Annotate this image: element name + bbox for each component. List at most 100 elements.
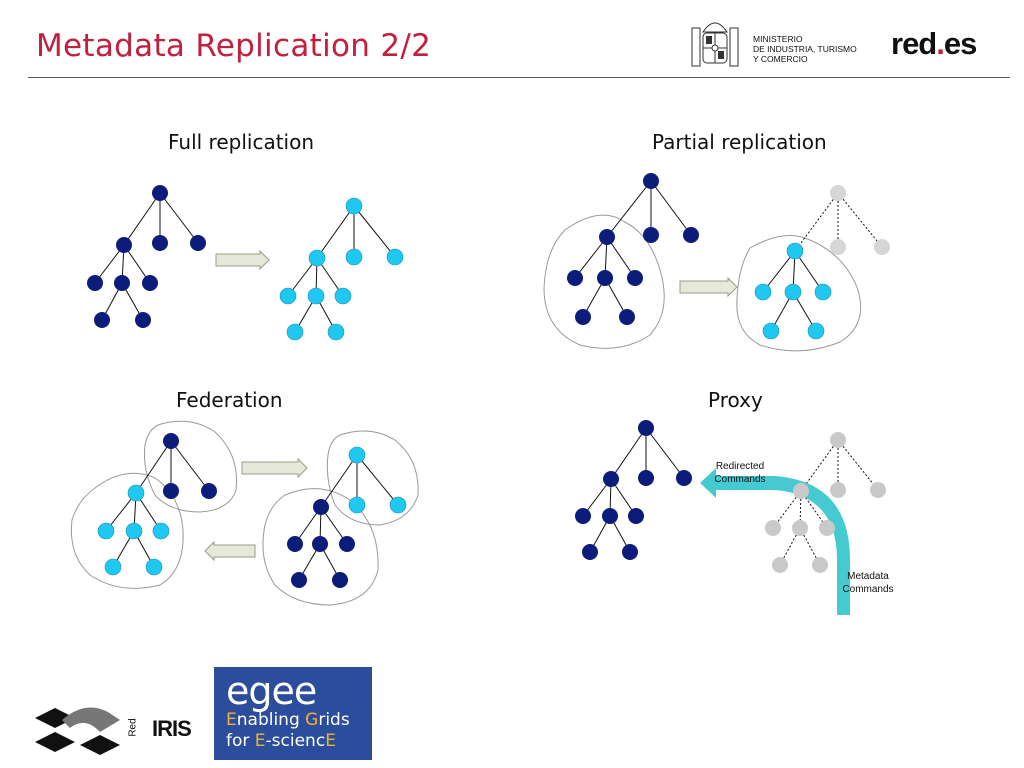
tree-node xyxy=(603,471,619,487)
tree-node xyxy=(307,287,325,305)
tree-node xyxy=(638,470,654,486)
tree-node xyxy=(145,558,163,576)
replication-arrow xyxy=(679,276,738,298)
tree-node xyxy=(279,287,297,305)
tree-node xyxy=(622,544,638,560)
tree-node xyxy=(152,185,168,201)
tree-node xyxy=(135,312,151,328)
tree-node xyxy=(807,322,825,340)
rediris-small-label: Red xyxy=(127,718,139,737)
tree-node xyxy=(602,508,618,524)
tree-node xyxy=(830,482,846,498)
tree-node xyxy=(291,572,307,588)
tree-node xyxy=(313,499,329,515)
tree-node xyxy=(599,229,615,245)
subtree-blob xyxy=(144,420,238,513)
subtree-blob xyxy=(70,472,184,589)
proxy-diagram xyxy=(575,420,886,615)
tree-node xyxy=(772,557,788,573)
metadata-commands-label: Metadata Commands xyxy=(842,571,894,595)
tree-node xyxy=(389,496,407,514)
tree-node xyxy=(116,237,132,253)
replication-arrow xyxy=(241,457,308,479)
tree-node xyxy=(793,483,809,499)
tree-node xyxy=(643,173,659,189)
rediris-logo-text: IRIS xyxy=(152,716,192,741)
page-title: Metadata Replication 2/2 xyxy=(36,28,432,64)
partial-replication-label: Partial replication xyxy=(652,130,827,154)
tree-node xyxy=(386,248,404,266)
egee-wordmark: egee xyxy=(226,669,317,713)
tree-node xyxy=(201,483,217,499)
tree-node xyxy=(332,572,348,588)
tree-node xyxy=(327,323,345,341)
redes-logo: red.es xyxy=(891,26,977,61)
tree-node xyxy=(874,239,890,255)
tree-node xyxy=(163,483,179,499)
tree-node xyxy=(345,248,363,266)
tree-node xyxy=(287,536,303,552)
tree-node xyxy=(97,522,115,540)
subtree-blob xyxy=(326,430,419,526)
tree-node xyxy=(786,242,804,260)
tree-node xyxy=(339,536,355,552)
tree-node xyxy=(628,508,644,524)
tree-node xyxy=(814,283,832,301)
replication-arrow xyxy=(215,249,270,271)
tree-node xyxy=(830,185,846,201)
tree-node xyxy=(142,275,158,291)
tree-node xyxy=(582,544,598,560)
redirected-commands-label: Redirected Commands xyxy=(714,461,766,485)
egee-tagline-2: for E-sciencE xyxy=(226,731,336,751)
subtree-blob xyxy=(262,488,379,606)
tree-node xyxy=(114,275,130,291)
ministerio-logo-text: MINISTERIO DE INDUSTRIA, TURISMO Y COMER… xyxy=(753,34,857,64)
coat-of-arms-logo xyxy=(691,22,739,67)
full-replication-diagram xyxy=(87,185,404,341)
tree-node xyxy=(312,536,328,552)
tree-node xyxy=(163,433,179,449)
federation-diagram xyxy=(70,420,419,606)
tree-node xyxy=(125,522,143,540)
tree-node xyxy=(619,309,635,325)
tree-node xyxy=(792,520,808,536)
tree-node xyxy=(830,432,846,448)
federation-label: Federation xyxy=(176,388,283,412)
tree-node xyxy=(104,558,122,576)
tree-node xyxy=(348,496,366,514)
tree-node xyxy=(94,312,110,328)
partial-replication-diagram xyxy=(543,173,890,352)
tree-node xyxy=(152,522,170,540)
egee-tagline-1: Enabling Grids xyxy=(226,710,350,730)
tree-node xyxy=(87,275,103,291)
tree-node xyxy=(830,239,846,255)
tree-node xyxy=(345,197,363,215)
tree-node xyxy=(812,557,828,573)
tree-node xyxy=(638,420,654,436)
tree-node xyxy=(627,270,643,286)
metadata-commands-arrow xyxy=(700,468,850,615)
tree-node xyxy=(762,322,780,340)
subtree-blob xyxy=(736,235,862,352)
tree-node xyxy=(575,508,591,524)
tree-node xyxy=(334,287,352,305)
tree-node xyxy=(676,470,692,486)
full-replication-label: Full replication xyxy=(168,130,315,154)
subtree-blob xyxy=(543,214,665,349)
tree-node xyxy=(152,235,168,251)
tree-node xyxy=(575,309,591,325)
tree-node xyxy=(643,227,659,243)
tree-node xyxy=(190,235,206,251)
replication-arrow xyxy=(204,540,256,562)
tree-node xyxy=(567,270,583,286)
egee-logo: egee Enabling Grids for E-sciencE xyxy=(214,667,372,760)
tree-node xyxy=(819,520,835,536)
tree-node xyxy=(683,227,699,243)
tree-node xyxy=(348,446,366,464)
proxy-label: Proxy xyxy=(708,388,763,412)
tree-node xyxy=(765,520,781,536)
tree-node xyxy=(127,484,145,502)
tree-node xyxy=(870,482,886,498)
tree-node xyxy=(286,323,304,341)
